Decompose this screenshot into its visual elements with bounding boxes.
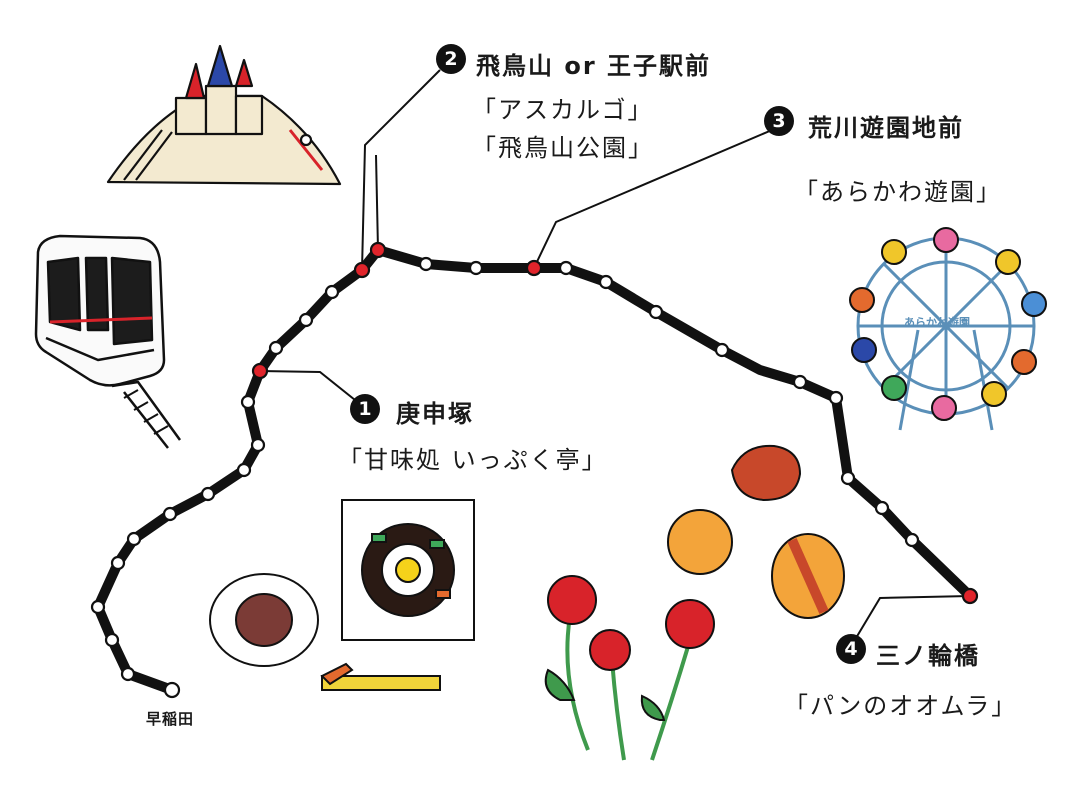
stop-3-marker[interactable] [525,259,543,277]
station-dot [162,506,178,522]
station-dot [840,470,856,486]
asukarugo-illustration [106,44,342,186]
stop-2b-marker[interactable] [369,241,387,259]
station-dot [200,486,216,502]
stop-4-marker[interactable] [961,587,979,605]
station-dots [90,256,920,699]
station-dot [558,260,574,276]
stop-2-station-name[interactable]: 飛鳥山 or 王子駅前 [476,52,712,80]
station-dot [104,632,120,648]
station-dot [126,531,142,547]
bread-illustration [667,444,845,619]
stop-2-spot-1[interactable]: 「アスカルゴ」 [472,96,654,124]
leader-line-4 [849,595,971,649]
leader-line-1 [259,370,361,405]
yakisoba-illustration [341,499,475,641]
stop-1-marker[interactable] [251,362,269,380]
stop-2-number-badge: 2 [436,44,466,74]
roses-illustration [544,575,715,761]
station-dot [648,304,664,320]
highlighted-stops [251,241,979,605]
stop-1-spot-1[interactable]: 「甘味処 いっぷく亭」 [338,446,608,474]
station-dot [904,532,920,548]
stop-4-spot-1[interactable]: 「パンのオオムラ」 [784,692,1018,720]
station-dot [240,394,256,410]
leader-line-3 [533,129,773,269]
station-dot [828,390,844,406]
terminus-station-dot[interactable] [163,681,181,699]
station-dot [90,599,106,615]
station-dot [598,274,614,290]
station-dot [874,500,890,516]
station-dot [298,312,314,328]
terminus-station-name[interactable]: 早稲田 [146,710,195,728]
stop-2a-marker[interactable] [353,261,371,279]
stop-3-number-badge: 3 [764,106,794,136]
stop-4-number-badge: 4 [836,634,866,664]
station-dot [250,437,266,453]
stop-4-station-name[interactable]: 三ノ輪橋 [876,642,980,670]
stop-1-number-badge: 1 [350,394,380,424]
station-dot [468,260,484,276]
ferris-wheel-sign-text: あらかわ遊園 [904,316,970,329]
stop-3-spot-1[interactable]: 「あらかわ遊園」 [794,178,1002,206]
station-dot [418,256,434,272]
station-dot [324,284,340,300]
station-dot [268,340,284,356]
dessert-plate-illustration [209,573,319,667]
chopsticks-illustration [320,662,441,691]
stop-1-station-name[interactable]: 庚申塚 [396,400,474,428]
leader-line-2a [361,69,441,271]
stop-2-spot-2[interactable]: 「飛鳥山公園」 [472,134,654,162]
station-dot [236,462,252,478]
tram-car-illustration [34,234,182,449]
station-dot [792,374,808,390]
leader-line-2b [375,154,379,251]
station-dot [110,555,126,571]
stop-3-station-name[interactable]: 荒川遊園地前 [808,114,964,142]
station-dot [120,666,136,682]
leader-lines [259,69,971,649]
ferris-wheel-illustration [849,227,1047,431]
station-dot [714,342,730,358]
